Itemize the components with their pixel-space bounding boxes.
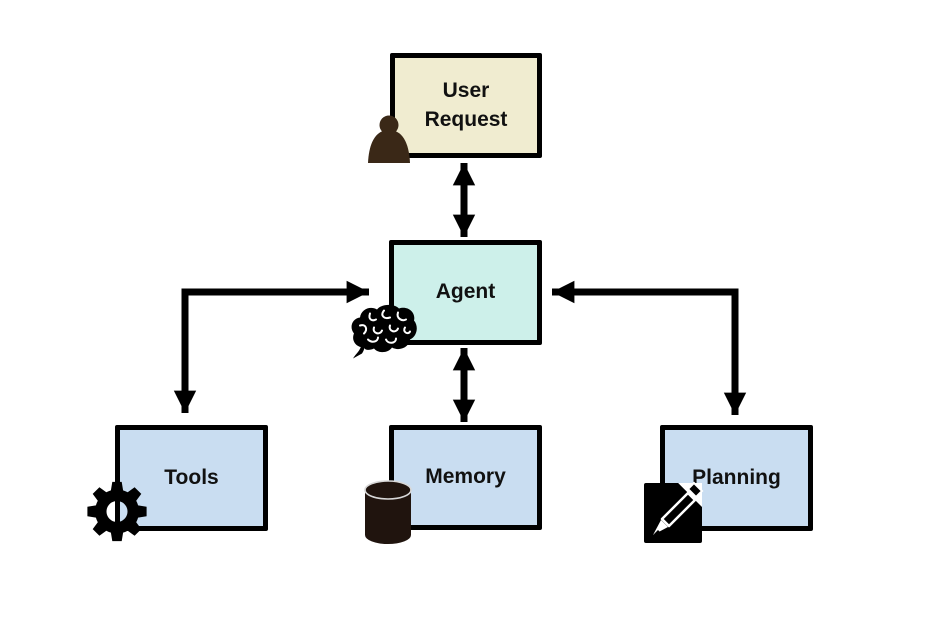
edge-agent-planning (552, 280, 747, 415)
node-tools-label: Tools (164, 465, 219, 489)
node-tools: Tools (115, 425, 268, 531)
node-agent: Agent (389, 240, 542, 345)
node-planning-label: Planning (692, 465, 781, 489)
node-user-request: User Request (390, 53, 542, 158)
node-memory-label: Memory (425, 465, 506, 489)
node-user-request-label: User Request (424, 79, 508, 131)
node-agent-label: Agent (435, 280, 496, 304)
node-planning: Planning (660, 425, 813, 531)
edge-agent-tools (173, 280, 369, 413)
node-memory: Memory (389, 425, 542, 530)
